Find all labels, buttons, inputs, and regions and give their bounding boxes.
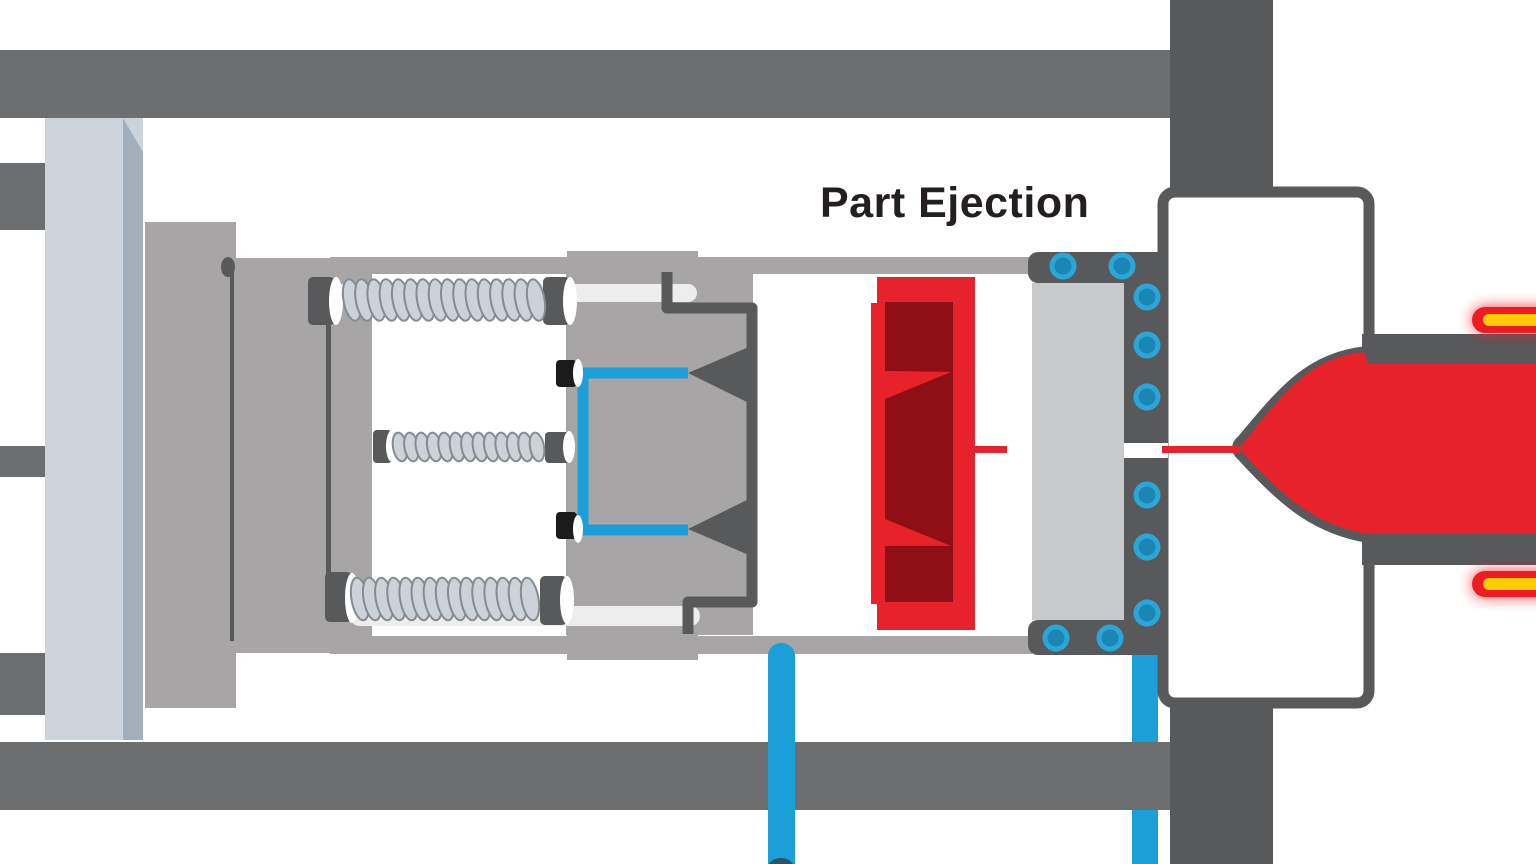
coolant-pipe-left <box>768 643 795 864</box>
cooling-bolt-inner <box>1054 257 1072 275</box>
sprue-channel-gap <box>1124 443 1168 458</box>
molded-part-inner <box>885 302 953 602</box>
heater-core <box>1483 578 1536 590</box>
ejector-knockout-rod-stub <box>0 446 45 477</box>
molded-part-wedge-top <box>885 371 951 399</box>
cooling-bolt-inner <box>1138 336 1156 354</box>
moving-platen <box>45 118 143 740</box>
core-plate-body <box>566 273 753 635</box>
cooling-channel-bolts <box>1042 252 1161 652</box>
spring-seat <box>325 572 352 622</box>
bottom-machine-base-bar <box>0 742 1172 810</box>
heater-core <box>1483 314 1536 326</box>
core-wedge-top <box>688 346 751 404</box>
spring-seat-face <box>563 431 575 463</box>
return-spring-bottom <box>349 576 541 622</box>
core-plate <box>566 251 753 660</box>
machine-column-bottom <box>1170 698 1273 864</box>
molded-part-wedge-bottom <box>885 519 951 546</box>
core-wedge-bottom <box>688 498 751 556</box>
ejector-pin-head-top <box>556 360 577 387</box>
coolant-pipe-left-fitting <box>769 858 793 864</box>
core-cavity-frame <box>661 272 758 634</box>
return-spring-top <box>341 278 547 322</box>
tie-bar-stub-bottom <box>0 653 45 715</box>
housing-bolt-shaft <box>230 270 234 641</box>
cooling-bolt-inner <box>1138 486 1156 504</box>
molded-part-gate-stub <box>975 446 1007 453</box>
sprue-melt-line <box>1162 446 1240 453</box>
spring-bolt-shaft <box>326 322 331 577</box>
cooling-bolt-inner <box>1138 604 1156 622</box>
pin-head-highlight-bottom <box>573 515 583 543</box>
heater-band-top <box>1472 307 1536 333</box>
machine-column-top <box>1170 0 1273 197</box>
ejector-pin-head-bottom <box>556 512 577 539</box>
barrel-wall-bottom <box>1362 533 1536 565</box>
spring-seat-face <box>560 576 574 624</box>
cooling-bolt-inner <box>1101 629 1119 647</box>
spring-coil <box>519 576 541 622</box>
nozzle-melt <box>1240 352 1536 534</box>
spring-coil <box>528 431 546 463</box>
top-tie-bar <box>0 50 1172 118</box>
spring-coil <box>525 278 547 322</box>
pin-head-highlight-top <box>573 359 583 387</box>
cooling-bolt-inner <box>1138 388 1156 406</box>
cooling-bolt-inner <box>1047 629 1065 647</box>
housing-bolt-head <box>221 257 235 277</box>
molded-part <box>871 277 1007 630</box>
spring-seat <box>543 277 570 325</box>
ejector-housing <box>145 222 236 708</box>
tie-bar-stub-top <box>0 163 45 230</box>
spring-seat-face <box>563 277 577 325</box>
heater-band-bottom <box>1472 571 1536 597</box>
spring-seat-face <box>329 277 343 325</box>
stage-label: Part Ejection <box>820 179 1090 227</box>
spring-seat <box>540 576 567 625</box>
spring-seat <box>308 277 335 325</box>
cavity-plate <box>1032 283 1125 620</box>
ejector-pin-bracket <box>577 367 688 536</box>
moving-platen-edge-shade <box>123 118 143 740</box>
cooling-bolt-inner <box>1138 538 1156 556</box>
return-spring-middle <box>391 431 546 463</box>
cooling-bolt-inner <box>1113 257 1131 275</box>
barrel-wall-top <box>1362 334 1536 364</box>
cooling-bolt-inner <box>1138 288 1156 306</box>
cavity-mold-frame <box>1028 252 1168 655</box>
